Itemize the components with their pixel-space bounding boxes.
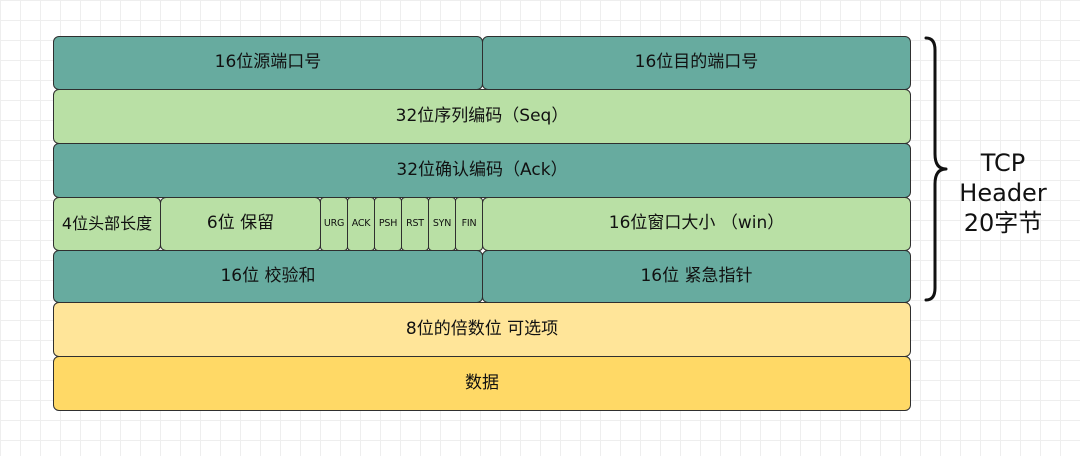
flag-fin: FIN — [455, 197, 483, 251]
flag-urg: URG — [320, 197, 348, 251]
options-field: 8位的倍数位 可选项 — [53, 302, 911, 357]
dst-port-field: 16位目的端口号 — [482, 36, 911, 90]
urgent-pointer-field: 16位 紧急指针 — [482, 250, 911, 303]
header-length-field: 4位头部长度 — [53, 197, 161, 251]
seq-field: 32位序列编码（Seq） — [53, 89, 911, 144]
tcp-header-label-line1: TCP — [980, 149, 1026, 177]
window-size-field: 16位窗口大小 （win） — [482, 197, 911, 251]
data-field: 数据 — [53, 356, 911, 411]
reserved-field: 6位 保留 — [160, 197, 321, 251]
tcp-header-label-line2: Header — [959, 179, 1047, 207]
flag-ack: ACK — [347, 197, 375, 251]
flag-psh: PSH — [374, 197, 402, 251]
tcp-header-label-line3: 20字节 — [963, 209, 1043, 237]
tcp-header-label: TCP Header 20字节 — [948, 148, 1058, 238]
flag-rst: RST — [401, 197, 429, 251]
header-brace — [924, 36, 948, 302]
ack-field: 32位确认编码（Ack） — [53, 143, 911, 198]
flag-syn: SYN — [428, 197, 456, 251]
src-port-field: 16位源端口号 — [53, 36, 483, 90]
checksum-field: 16位 校验和 — [53, 250, 483, 303]
